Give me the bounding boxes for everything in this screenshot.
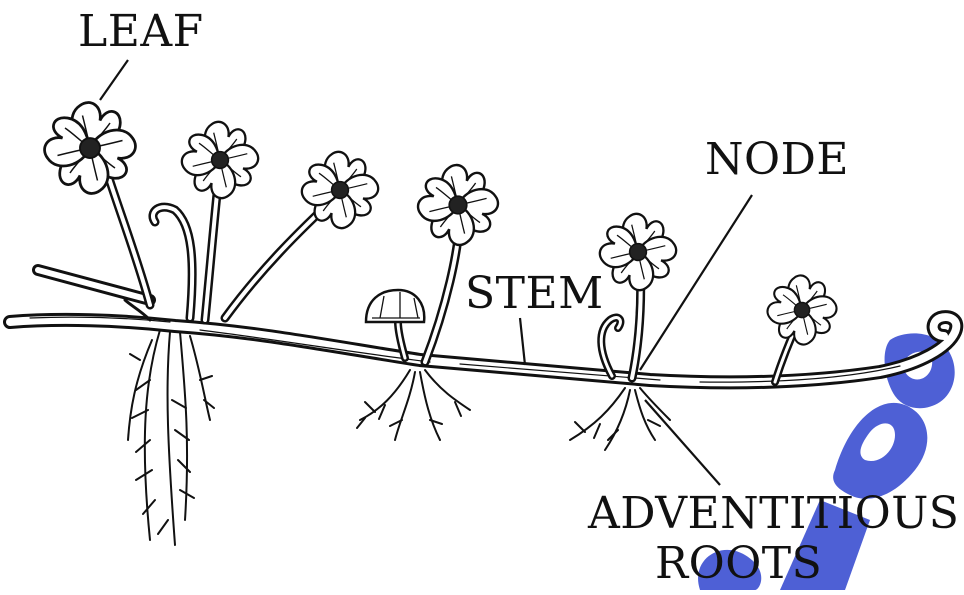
leaf-cluster-2	[182, 122, 258, 198]
leaf-cluster-5	[600, 214, 676, 290]
label-roots: ROOTS	[655, 542, 822, 586]
roots-pointer	[645, 400, 720, 485]
label-stem: STEM	[465, 272, 604, 316]
label-leaf: LEAF	[78, 10, 204, 54]
leaf-pointer	[100, 60, 128, 100]
leaf-cluster-4	[418, 165, 498, 245]
label-node: NODE	[705, 138, 849, 182]
label-adventitious: ADVENTITIOUS	[588, 492, 959, 536]
leaf-cluster-1	[45, 103, 136, 194]
leaf-cluster-6	[767, 275, 836, 344]
stem-pointer	[520, 318, 525, 365]
